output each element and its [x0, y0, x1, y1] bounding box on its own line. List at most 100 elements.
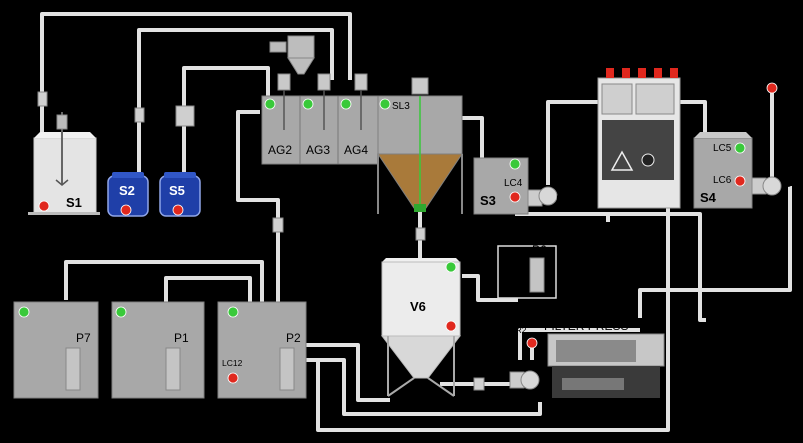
sl2-indicator[interactable]	[120, 204, 132, 216]
pr2-label: PR2	[510, 325, 527, 335]
vp1-label: VP1	[289, 244, 312, 258]
lc2-indicator[interactable]	[227, 306, 239, 318]
lc12-label: LC12	[222, 358, 243, 368]
pr2-indicator[interactable]	[526, 337, 538, 349]
silo-v6[interactable]	[380, 258, 462, 397]
tank-s6[interactable]	[497, 245, 557, 299]
lc3-label: LC3	[504, 145, 523, 156]
pipe-pd2	[137, 28, 334, 178]
p2-label: P2	[286, 331, 301, 345]
pipe-acid-loop	[64, 260, 264, 330]
pipe-v6-right	[462, 274, 518, 302]
lc7-label: LC7	[460, 261, 479, 272]
lc8-indicator[interactable]	[445, 320, 457, 332]
pd2-label: PD2	[106, 93, 130, 107]
pump-p5[interactable]	[751, 176, 782, 196]
ag5-motor[interactable]	[411, 77, 429, 95]
concentrate-acid-line1: CONCENTRATE	[25, 407, 87, 416]
sedfloc-ind-3[interactable]	[340, 98, 352, 110]
tank-concentrate-acid[interactable]	[13, 301, 99, 399]
sedfloc-label: SEDFLOC	[283, 181, 346, 196]
lc8-label: LC8	[460, 320, 479, 331]
lc3-indicator[interactable]	[509, 158, 521, 170]
s4-label: S4	[700, 190, 716, 205]
ag3-label: AG3	[306, 143, 331, 157]
tank-s4[interactable]	[693, 132, 753, 209]
lc6-indicator[interactable]	[734, 175, 746, 187]
p6-label: P6	[532, 243, 547, 257]
p3-label: P3	[556, 193, 571, 207]
ag1-motor[interactable]	[56, 114, 68, 130]
pipe-bottom	[300, 358, 542, 416]
tank-concentrate-alcaline[interactable]	[111, 301, 205, 399]
ag6-feeder[interactable]	[269, 35, 315, 75]
lc12-indicator[interactable]	[227, 372, 239, 384]
sl5-indicator[interactable]	[172, 204, 184, 216]
pump-p14[interactable]	[509, 370, 540, 390]
pd1-valve[interactable]	[37, 91, 48, 107]
pipe-filter-p14	[518, 328, 640, 360]
concentrate-alcaline-line1: CONCENTRATE	[126, 407, 188, 416]
p5-label: P5	[784, 179, 799, 193]
ag2-motor[interactable]	[277, 73, 291, 91]
pipe-pd1	[40, 12, 352, 140]
tank-s2[interactable]	[107, 172, 149, 217]
ag3-motor[interactable]	[317, 73, 331, 91]
sedfloc-tanks[interactable]	[261, 95, 379, 165]
pd2-valve[interactable]	[134, 107, 145, 123]
lc7-indicator[interactable]	[445, 261, 457, 273]
rinse-label: RINSE	[249, 407, 275, 416]
p14-label: P14	[498, 353, 520, 367]
concentrate-alcaline-line2: ALCALINE	[136, 415, 178, 424]
pipe-p5-return	[638, 186, 792, 318]
settler-tank[interactable]	[377, 95, 463, 214]
pipe-s6-right	[555, 212, 706, 322]
ag4-motor[interactable]	[354, 73, 368, 91]
sedfloc-ind-1[interactable]	[264, 98, 276, 110]
s1-label: S1	[66, 195, 82, 210]
lc6-label: LC6	[713, 175, 732, 186]
vp1-valve[interactable]	[272, 217, 284, 233]
s3-label: S3	[480, 193, 496, 208]
lc2-label: LC2	[222, 291, 238, 301]
lc4-indicator[interactable]	[509, 191, 521, 203]
p7-label: P7	[76, 331, 91, 345]
pipe-rinse-v6	[300, 343, 390, 402]
sl3-label: SL3	[392, 101, 410, 112]
p4-label: P4	[430, 227, 445, 241]
tank-s5[interactable]	[159, 172, 201, 217]
sl2-label: SL2	[117, 219, 133, 229]
pipe-p3-osmosis	[546, 100, 600, 185]
osmosis-unit[interactable]	[597, 68, 681, 209]
pump-p3[interactable]	[527, 186, 558, 207]
ag4-label: AG4	[344, 143, 369, 157]
ag5-label: AG5	[406, 55, 431, 69]
lc1-indicator[interactable]	[115, 306, 127, 318]
s6-label: S6	[503, 263, 519, 278]
v6-label: V6	[410, 299, 426, 314]
sl3-indicator[interactable]	[379, 98, 391, 110]
lc5-indicator[interactable]	[734, 142, 746, 154]
s5-label: S5	[169, 183, 185, 198]
pd1-label: PD1	[10, 78, 34, 92]
pd3-valve[interactable]	[175, 105, 195, 127]
lc9-label: LC9	[16, 291, 32, 301]
pipe-s3-inlet	[462, 116, 484, 160]
lc9-indicator[interactable]	[18, 306, 30, 318]
pr1-label: PR1	[749, 82, 766, 92]
pr1-indicator[interactable]	[766, 82, 778, 94]
p4-valve[interactable]	[415, 227, 426, 241]
lc5-label: LC5	[713, 143, 732, 154]
ag6-label: AG6	[237, 37, 262, 51]
vp3-label: VP3	[465, 363, 488, 377]
ag2-label: AG2	[268, 143, 293, 157]
sedfloc-ind-2[interactable]	[302, 98, 314, 110]
p1-label: P1	[174, 331, 189, 345]
vp3-valve[interactable]	[473, 377, 485, 391]
filter-press[interactable]	[547, 333, 665, 398]
s2-label: S2	[119, 183, 135, 198]
ag1-label: AG1	[72, 116, 97, 130]
sl1-indicator[interactable]	[38, 200, 50, 212]
